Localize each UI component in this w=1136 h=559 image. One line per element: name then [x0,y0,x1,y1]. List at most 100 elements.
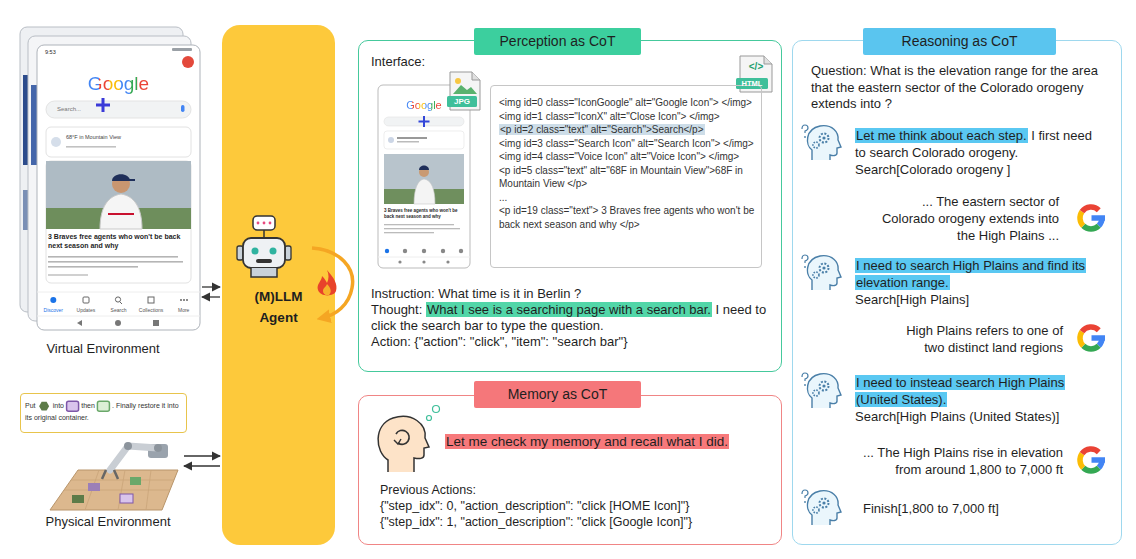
small-phone-screenshot [398,260,401,263]
nav-label: Discover [44,307,63,313]
phone-screenshot-stack [153,320,159,326]
reasoning-step: Let me think about each step. [855,128,1028,143]
small-phone-screenshot [378,85,470,268]
html-file-icon: </>HTML [740,56,772,92]
app-logo-group: Google [37,72,200,95]
search-observation: ... The eastern sector of Colorado oroge… [882,194,1059,243]
small-phone-screenshot [419,166,429,171]
small-phone-screenshot [397,141,419,143]
fine-tuning-loop [318,270,337,295]
search-observation-group: High Plains refers to one of two distinc… [888,322,1063,356]
text-block: <img id=3 class="Search Icon" alt="Searc… [499,137,755,151]
text-block: 3 Braves free agents who won't be back n… [48,233,188,250]
phone-screenshot-stack [115,320,121,326]
reasoning-step-group: Let me think about each step.I first nee… [855,127,1103,178]
small-phone-screenshot [422,260,425,263]
robot-scene [88,483,100,491]
html-code: <p id=5 class="text" alt="68F in Mountai… [499,165,743,190]
weather-text: 68°F in Mountain View [66,134,121,140]
jpg-file-icon: JPG [450,72,480,110]
html-code: <img id=4 class="Voice Icon" alt="Voice … [499,151,739,162]
nav-label-group: Collections [134,307,168,313]
phone-screenshot-stack [148,297,154,303]
fine-tuning-loop [312,248,353,318]
reasoning-step: Search[Colorado orogeny ] [855,162,1010,177]
phone-screenshot-stack [181,105,185,112]
nav-label: Search [111,307,127,313]
small-phone-screenshot [378,257,470,258]
purple-container [67,401,79,411]
reasoning-step-group: I need to search High Plains and find it… [855,257,1103,308]
text-block: Search... [57,105,117,113]
phone-screenshot-stack [20,27,200,330]
text-block: Action: {"action": "click", "item": "sea… [371,334,776,350]
text-block: (M)LLM Agent [243,286,314,328]
robot-scene [50,442,178,510]
phone-screenshot-stack [120,302,122,304]
small-phone-screenshot [388,137,394,143]
search-observation-group: ... The High Plains rise in elevation fr… [849,444,1063,478]
search-hint-group: Search... [57,105,117,113]
instruction-shapes [39,401,109,411]
nav-label-group: Updates [69,307,103,313]
app-logo: Google [88,73,149,94]
html-code: <img id=3 class="Search Icon" alt="Searc… [499,138,754,149]
small-phone-screenshot [384,232,434,233]
panel-tab-group: Perception as CoT [474,28,641,55]
text-block: <p id=5 class="text" alt="68F in Mountai… [499,164,755,191]
text-block: Search[High Plains] [855,291,1103,308]
html-icon-graphic [736,56,772,92]
hexagon-object [39,402,49,411]
reasoning-icons [802,125,1105,525]
environment-label-group: Virtual Environment [23,341,183,357]
phone-screenshot-stack [83,297,89,303]
small-phone-screenshot [441,249,445,253]
text-block: 9:53 [45,49,75,56]
text-block: <p id=2 class="text" alt="Search">Search… [499,123,755,137]
environment-label: Physical Environment [46,514,171,529]
icon-label-group: JPG [447,96,477,107]
phone-screenshot-stack [112,175,130,193]
text-block: Perception as CoT [474,28,641,55]
phone-screenshot-stack [115,297,120,302]
app-logo: Google [406,99,441,111]
reasoning-step-group: I need to instead search High Plains (Un… [855,374,1103,425]
question-text-group: Question: What is the elevation range fo… [811,63,1103,113]
text-block: ... [499,191,755,205]
phone-screenshot-stack [37,292,200,293]
thinking-head-icon [802,255,841,290]
search-observation-group: ... The eastern sector of Colorado oroge… [867,193,1059,244]
phone-screenshot-stack [31,85,37,165]
robot-scene [124,442,132,450]
panel-tab: Reasoning as CoT [902,33,1018,49]
cot-text: Action: {"action": "click", "item": "sea… [371,334,628,349]
small-phone-screenshot [403,249,407,253]
cot-text-group: Instruction: What time is it in Berlin ?… [371,286,776,350]
text-block: More [167,307,201,313]
text-block: {"step_idx": 1, "action_description": "c… [380,514,775,530]
news-title-group: 3 Braves free agents who won't be back n… [48,233,188,250]
phone-screenshot-stack [180,299,182,301]
interaction-arrow [184,455,220,456]
shape-slot [97,401,110,411]
html-icon-graphic [764,56,772,64]
phone-screenshot-stack [77,320,82,326]
panel-tab-group: Memory as CoT [474,381,641,408]
reasoning-step: Search[High Plains (United States)] [855,409,1059,424]
text-block: Search [102,307,136,313]
final-answer-group: Finish[1,800 to 7,000 ft] [863,500,1103,517]
nav-label-group: More [167,307,201,313]
instruction-text: Put [25,402,36,409]
agent-block [256,259,272,263]
panel-tab: Memory as CoT [508,386,608,402]
text-block: HTML [736,78,768,89]
phone-screenshot-stack [48,256,178,258]
small-phone-screenshot [384,154,464,204]
small-phone-screenshot [384,117,464,126]
phone-screenshot-stack [37,316,200,317]
fine-tuning-loop [312,248,353,318]
html-code: <p id=19 class="text"> 3 Braves free age… [499,205,754,230]
text-block: High Plains refers to one of two distinc… [888,322,1063,356]
fine-tuning-loop [323,284,331,295]
jpg-icon-graphic [455,78,461,84]
